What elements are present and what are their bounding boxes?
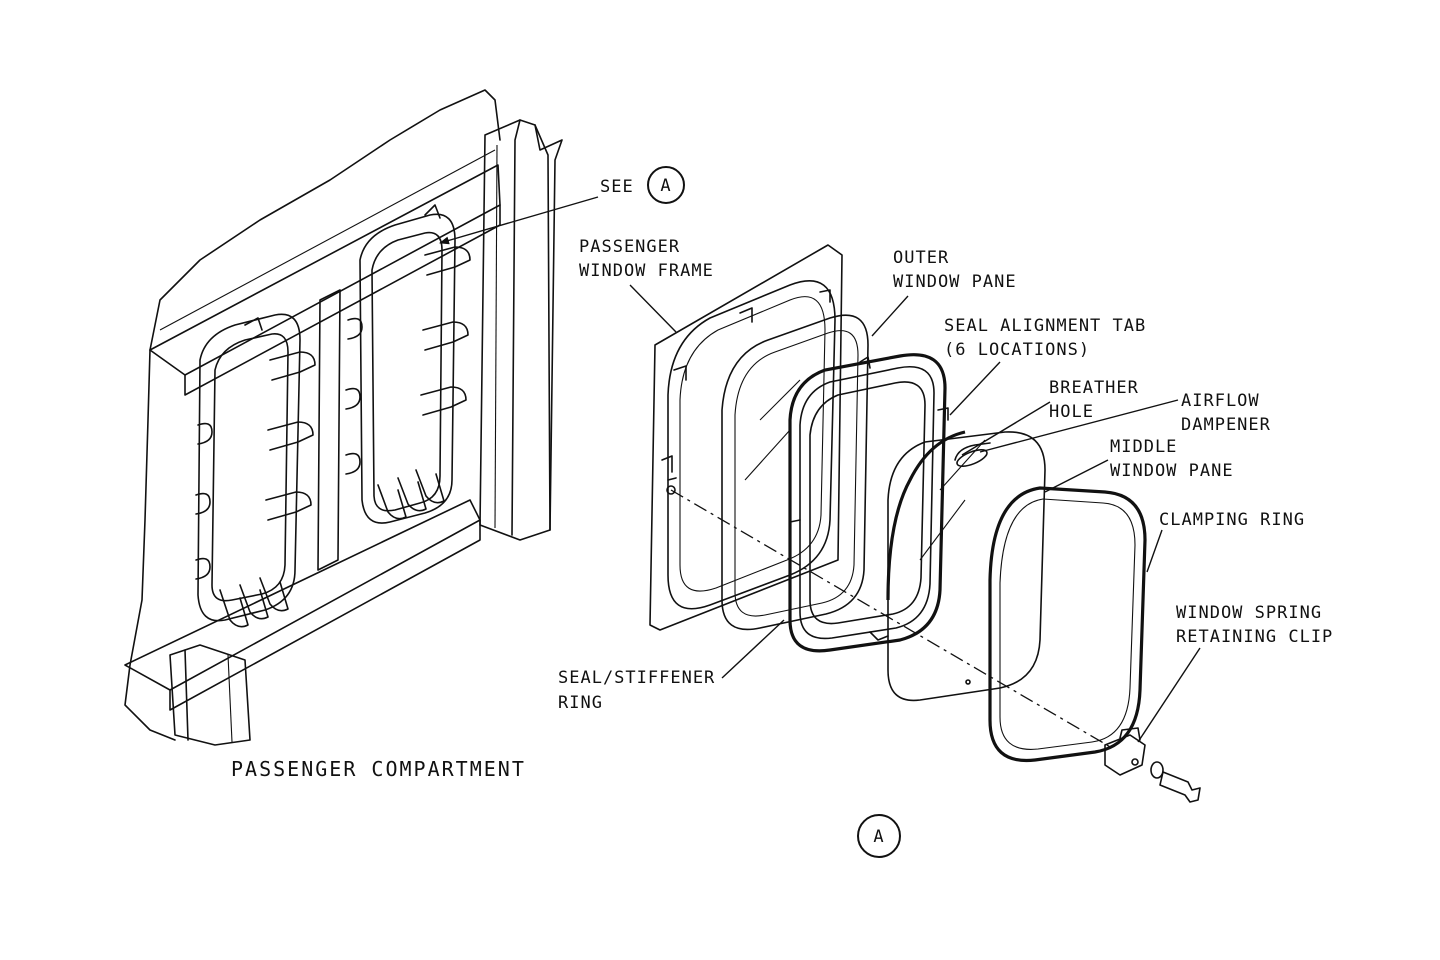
- leader-lines: [629, 284, 1201, 743]
- see-ref-letter: A: [660, 176, 671, 196]
- label-seal-alignment-tab-2: (6 LOCATIONS): [944, 340, 1090, 360]
- see-label: SEE: [600, 177, 634, 197]
- window-spring-retaining-clip-part: [1104, 727, 1201, 803]
- clamping-ring-part: [988, 486, 1147, 763]
- label-outer-window-pane-1: OUTER: [893, 248, 949, 268]
- label-middle-window-pane-1: MIDDLE: [1110, 437, 1177, 457]
- label-seal-alignment-tab-1: SEAL ALIGNMENT TAB: [944, 316, 1146, 336]
- label-seal-stiffener-ring-1: SEAL/STIFFENER: [558, 668, 715, 688]
- label-passenger-window-frame-1: PASSENGER: [579, 237, 680, 257]
- label-clamping-ring: CLAMPING RING: [1159, 510, 1305, 530]
- outer-window-pane-part: [721, 314, 869, 631]
- passenger-window-frame-part: [649, 244, 843, 631]
- assembly-axis-line: [670, 489, 1113, 749]
- label-outer-window-pane-2: WINDOW PANE: [893, 272, 1017, 292]
- label-airflow-dampener-2: DAMPENER: [1181, 415, 1271, 435]
- label-middle-window-pane-2: WINDOW PANE: [1110, 461, 1234, 481]
- label-breather-hole-2: HOLE: [1049, 402, 1094, 422]
- label-breather-hole-1: BREATHER: [1049, 378, 1139, 398]
- label-window-spring-retaining-clip-2: RETAINING CLIP: [1176, 627, 1333, 647]
- label-passenger-compartment: PASSENGER COMPARTMENT: [231, 757, 526, 781]
- label-seal-stiffener-ring-2: RING: [558, 693, 603, 713]
- detail-ref-letter: A: [873, 827, 884, 847]
- breather-hole-part: [956, 449, 988, 467]
- see-ref-circle: [647, 166, 685, 204]
- label-window-spring-retaining-clip-1: WINDOW SPRING: [1176, 603, 1322, 623]
- detail-ref-circle: [857, 814, 901, 858]
- seal-stiffener-ring-part: [788, 353, 947, 653]
- see-leader-line: [439, 196, 599, 245]
- label-passenger-window-frame-2: WINDOW FRAME: [579, 261, 714, 281]
- middle-window-pane-part: [887, 431, 1046, 702]
- detail-a-callout: A: [857, 814, 901, 858]
- label-airflow-dampener-1: AIRFLOW: [1181, 391, 1260, 411]
- callout-see-a: SEE A: [600, 166, 685, 204]
- exploded-window-assembly: [649, 244, 1201, 803]
- fuselage-section-view: [124, 89, 563, 746]
